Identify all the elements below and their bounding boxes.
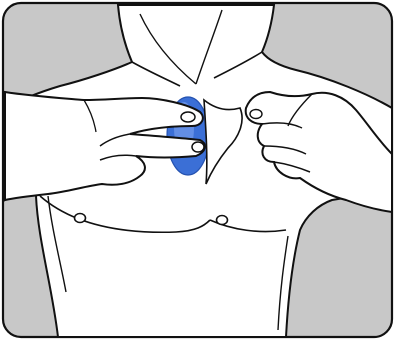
fingernail-upper-icon [181,112,195,122]
fingernail-lower-icon [192,142,204,152]
nipple-left-icon [75,214,86,223]
right-thumbnail-icon [250,110,262,119]
nipple-right-icon [217,216,228,225]
